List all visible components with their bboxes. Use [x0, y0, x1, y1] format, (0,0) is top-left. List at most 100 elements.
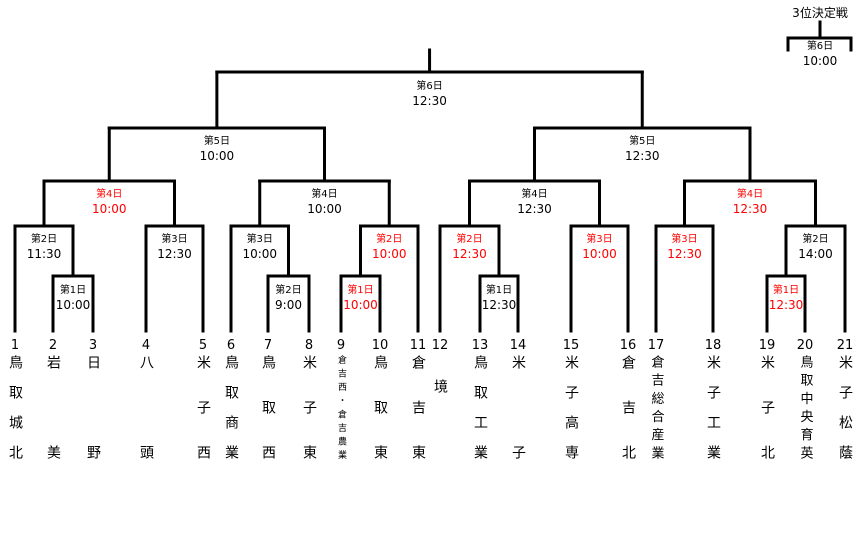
team-number: 17 [647, 338, 665, 353]
team-number: 9 [336, 338, 346, 353]
team-name: 鳥取商業 [223, 355, 239, 475]
r1-match-3-label-day: 第1日 [347, 285, 374, 296]
team-name: 米子西 [195, 355, 211, 490]
third-place-label-time: 10:00 [802, 54, 838, 68]
team-name: 岩美 [45, 355, 61, 535]
team-name: 米子高専 [563, 355, 579, 475]
team-entry: 19 米子北 [755, 338, 779, 490]
final-match-label: 第6日 12:30 [412, 80, 447, 108]
team-number: 12 [431, 338, 449, 353]
r1-match-2-label: 第2日 9:00 [275, 284, 302, 312]
team-number: 7 [263, 338, 273, 353]
qf-match-3-label: 第4日 12:30 [517, 188, 552, 216]
team-name: 境 [432, 379, 448, 393]
r1-match-5-label-day: 第1日 [772, 285, 800, 296]
r2-match-4-label-time: 10:00 [371, 247, 407, 261]
r2-match-1-label-time: 11:30 [26, 247, 62, 261]
r2-match-6-label-time: 10:00 [582, 247, 617, 261]
team-number: 16 [619, 338, 637, 353]
team-name: 鳥取西 [260, 355, 276, 490]
r2-match-5-label-day: 第2日 [456, 234, 483, 245]
team-number: 2 [48, 338, 58, 353]
team-name: 米子工業 [705, 355, 721, 475]
r1-match-1-label-time: 10:00 [55, 298, 91, 312]
r1-match-5-label-time: 12:30 [768, 298, 804, 312]
team-entry: 20 鳥取中央育英 [793, 338, 817, 464]
team-number: 14 [509, 338, 527, 353]
team-name: 倉吉北 [620, 355, 636, 490]
team-name: 米子東 [301, 355, 317, 490]
r2-match-1-label: 第2日 11:30 [27, 233, 62, 261]
team-name: 倉吉東 [410, 355, 426, 490]
r2-match-7-label-day: 第3日 [671, 234, 698, 245]
qf-match-3-label-time: 12:30 [517, 202, 552, 216]
team-entry: 14 米子 [506, 338, 530, 535]
sf-match-1-label-time: 10:00 [199, 149, 235, 163]
qf-match-4-label-day: 第4日 [736, 189, 764, 200]
final-match-label-day: 第6日 [416, 81, 443, 92]
r1-match-2-label-day: 第2日 [275, 285, 302, 296]
qf-match-1-label-day: 第4日 [96, 189, 123, 200]
r1-match-2-label-time: 9:00 [275, 298, 302, 312]
team-name: 米子北 [759, 355, 775, 490]
r1-match-3-label-time: 10:00 [343, 298, 378, 312]
qf-match-1-label-time: 10:00 [91, 202, 127, 216]
team-name: 八頭 [138, 355, 154, 535]
qf-match-2-label-time: 10:00 [307, 202, 342, 216]
team-entry: 3 日野 [81, 338, 105, 535]
third-place-title: 3位決定戦 [792, 6, 848, 20]
team-name: 日野 [85, 355, 101, 535]
team-name: 米子松蔭 [837, 355, 853, 475]
team-number: 19 [758, 338, 776, 353]
third-place-label: 第6日 10:00 [803, 40, 838, 68]
team-entry: 17 倉吉総合産業 [644, 338, 668, 464]
r2-match-3-label-time: 10:00 [242, 247, 278, 261]
bracket-line-group [13, 20, 853, 333]
sf-match-2-label-day: 第5日 [629, 136, 656, 147]
r2-match-4-label-day: 第2日 [376, 234, 403, 245]
r2-match-8-label-time: 14:00 [798, 247, 833, 261]
team-number: 10 [371, 338, 389, 353]
team-number: 20 [796, 338, 814, 353]
r1-match-1-label-day: 第1日 [59, 285, 87, 296]
team-number: 11 [409, 338, 427, 353]
team-entry: 12 境 [428, 338, 452, 393]
team-name: 鳥取工業 [472, 355, 488, 475]
team-number: 6 [226, 338, 236, 353]
r2-match-7-label-time: 12:30 [667, 247, 702, 261]
team-number: 18 [704, 338, 722, 353]
r2-match-1-label-day: 第2日 [30, 234, 58, 245]
r1-match-4-label-day: 第1日 [485, 285, 513, 296]
final-match-label-time: 12:30 [412, 94, 447, 108]
team-number: 4 [141, 338, 151, 353]
qf-match-1-label: 第4日 10:00 [92, 188, 127, 216]
team-name: 倉吉総合産業 [648, 355, 664, 465]
r2-match-5-label-time: 12:30 [452, 247, 487, 261]
third-place-label-day: 第6日 [806, 41, 834, 52]
qf-match-3-label-day: 第4日 [521, 189, 548, 200]
r1-match-1-label: 第1日 10:00 [56, 284, 91, 312]
r2-match-5-label: 第2日 12:30 [452, 233, 487, 261]
r2-match-2-label-time: 12:30 [157, 247, 192, 261]
r2-match-2-label-day: 第3日 [161, 234, 188, 245]
team-name: 米子 [510, 355, 526, 535]
team-entry: 2 岩美 [41, 338, 65, 535]
r2-match-7-label: 第3日 12:30 [667, 233, 702, 261]
team-number: 3 [88, 338, 98, 353]
team-name: 鳥取中央育英 [797, 355, 813, 465]
team-name: 倉吉西・倉吉農業 [336, 355, 346, 464]
r2-match-4-label: 第2日 10:00 [372, 233, 407, 261]
team-entry: 9 倉吉西・倉吉農業 [329, 338, 353, 464]
